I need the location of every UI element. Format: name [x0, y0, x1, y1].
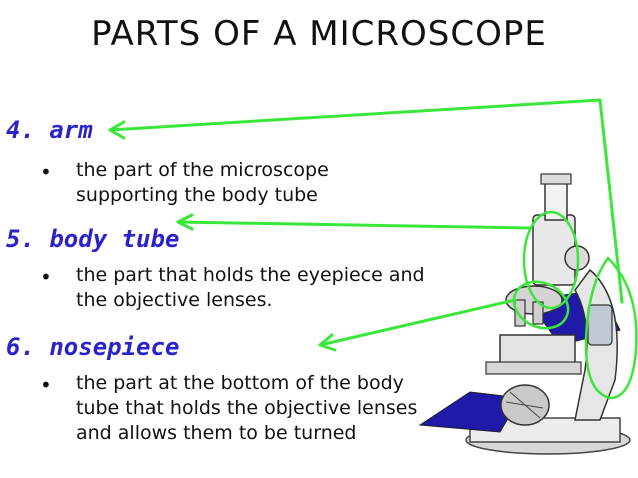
description-line: the part of the microscope — [76, 159, 329, 181]
description-line: the part at the bottom of the body — [76, 372, 404, 394]
description-line: the objective lenses. — [76, 289, 273, 311]
bullet-marker: • — [40, 160, 52, 184]
bullet-marker: • — [40, 373, 52, 397]
description-arm: the part of the microscope supporting th… — [76, 158, 329, 208]
term-nosepiece: 6. nosepiece — [6, 333, 180, 361]
description-nosepiece: the part at the bottom of the body tube … — [76, 371, 417, 446]
term-arm: 4. arm — [6, 116, 93, 144]
term-body-tube: 5. body tube — [6, 225, 180, 253]
description-line: and allows them to be turned — [76, 422, 357, 444]
description-line: tube that holds the objective lenses — [76, 397, 418, 419]
description-body-tube: the part that holds the eyepiece and the… — [76, 263, 425, 313]
bullet-marker: • — [40, 265, 52, 289]
description-line: the part that holds the eyepiece and — [76, 264, 425, 286]
slide-title: PARTS OF A MICROSCOPE — [91, 14, 547, 54]
description-line: supporting the body tube — [76, 184, 318, 206]
